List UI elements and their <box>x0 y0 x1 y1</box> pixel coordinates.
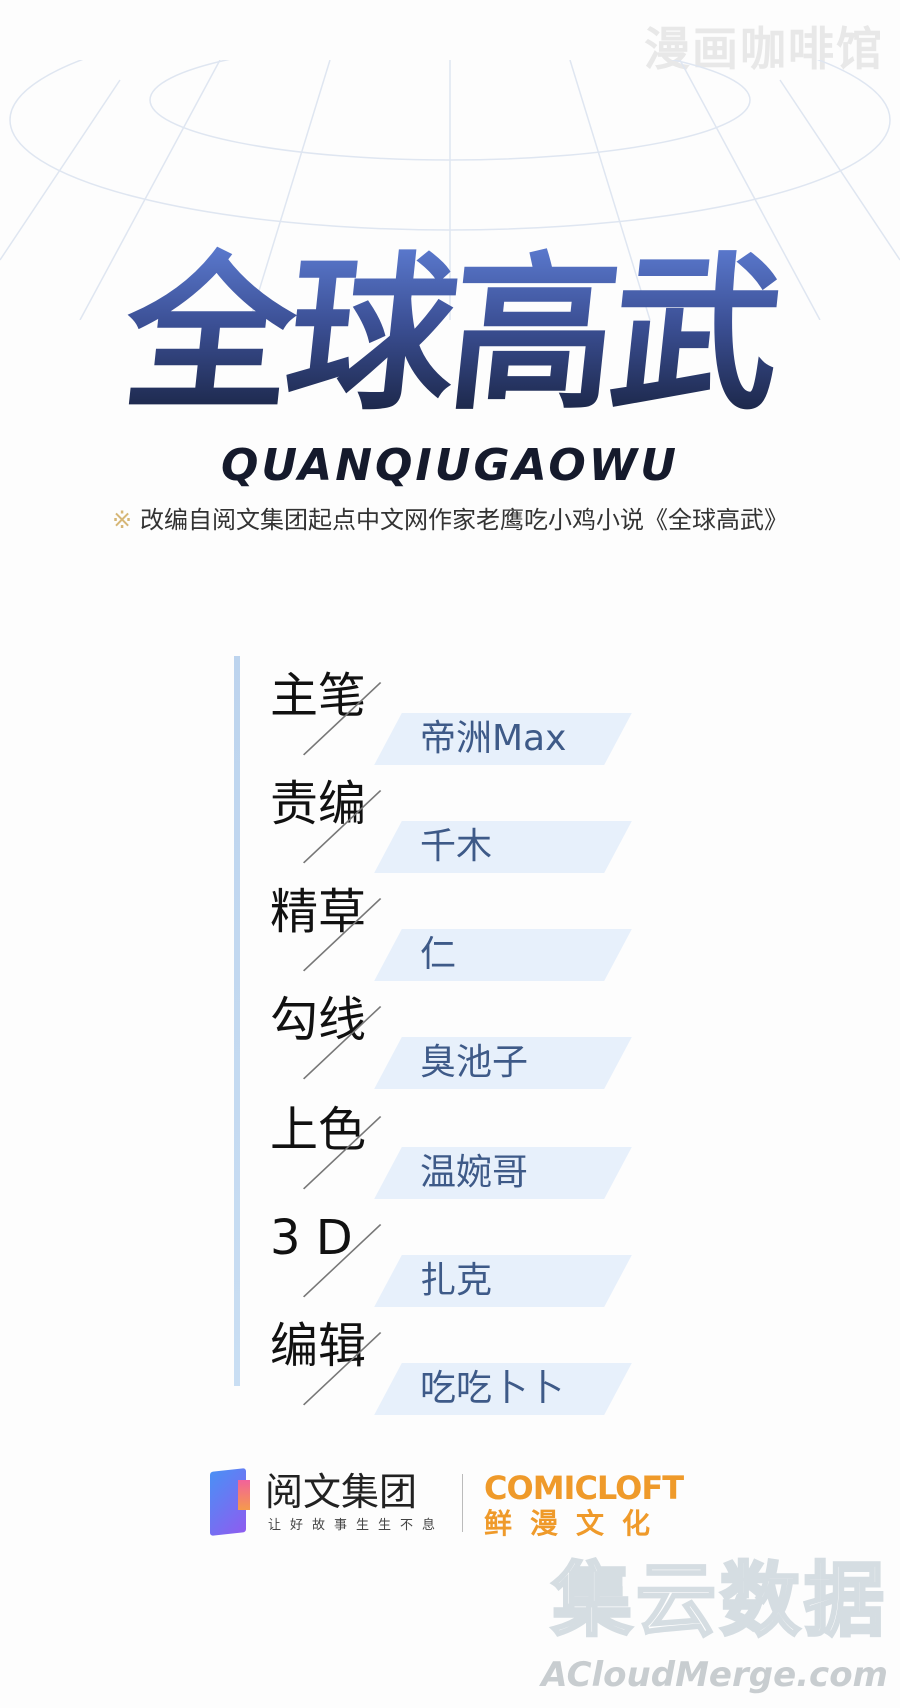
credit-role: 勾线 <box>270 992 367 1048</box>
logo-divider <box>462 1474 463 1532</box>
credit-role: 3 D <box>270 1210 353 1266</box>
credit-row: 勾线臭池子 <box>270 992 632 1092</box>
globe-grid-decoration <box>0 60 900 320</box>
credit-name: 温婉哥 <box>420 1152 529 1193</box>
credit-role: 责编 <box>270 776 367 832</box>
credit-row: 责编千木 <box>270 776 632 876</box>
comic-title-logo: 全球高武 <box>0 235 900 435</box>
credit-name: 仁 <box>420 934 457 975</box>
comicloft-chinese-name: 鲜漫文化 <box>484 1507 669 1540</box>
watermark-bottom-cn: 集云数据 <box>551 1554 888 1647</box>
credit-value-bg <box>374 929 632 981</box>
credit-row: 上色温婉哥 <box>270 1102 632 1202</box>
credit-row: 3 D 扎克 <box>270 1210 632 1310</box>
yuewen-slogan: 让好故事生生不息 <box>268 1518 445 1533</box>
adaptation-note-text: 改编自阅文集团起点中文网作家老鹰吃小鸡小说《全球高武》 <box>140 506 789 534</box>
credit-row: 精草仁 <box>270 884 632 984</box>
publisher-logos: 阅文集团 让好故事生生不息 COMICLOFT 鲜漫文化 <box>210 1468 710 1540</box>
credit-role: 主笔 <box>270 668 367 724</box>
credit-value-bg <box>374 1255 632 1307</box>
credits-accent-bar <box>234 656 240 1386</box>
adaptation-note: ※改编自阅文集团起点中文网作家老鹰吃小鸡小说《全球高武》 <box>0 505 900 535</box>
watermark-bottom-en: ACloudMerge.com <box>541 1655 888 1695</box>
credit-name: 帝洲Max <box>420 718 567 759</box>
credit-name: 扎克 <box>420 1260 493 1301</box>
yuewen-name: 阅文集团 <box>265 1470 418 1514</box>
credit-role: 上色 <box>270 1102 367 1158</box>
credit-row: 主笔帝洲Max <box>270 668 632 768</box>
yuewen-logo-accent <box>238 1480 250 1510</box>
credit-name: 千木 <box>420 826 493 867</box>
credit-role: 编辑 <box>270 1318 367 1374</box>
comicloft-name: COMICLOFT <box>484 1469 684 1507</box>
note-mark-icon: ※ <box>111 506 133 534</box>
credit-role: 精草 <box>270 884 367 940</box>
credit-name: 吃吃卜卜 <box>420 1368 565 1409</box>
credit-row: 编辑吃吃卜卜 <box>270 1318 632 1418</box>
credit-value-bg <box>374 821 632 873</box>
title-pinyin: QUANQIUGAOWU <box>220 440 680 491</box>
credit-name: 臭池子 <box>420 1042 529 1083</box>
